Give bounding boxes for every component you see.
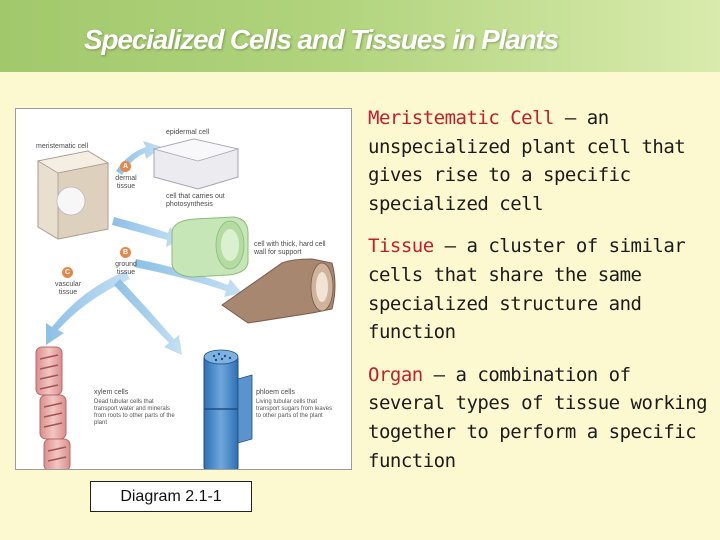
label-meristematic-cell: meristematic cell — [36, 143, 89, 150]
definition-text: – a cluster of similar cells that share … — [368, 235, 686, 344]
definition-meristematic-cell: Meristematic Cell – an unspecialized pla… — [368, 104, 713, 218]
definition-text: – an unspecialized plant cell that gives… — [368, 107, 686, 215]
support-cell — [221, 258, 336, 324]
diagram-caption: Diagram 2.1-1 — [90, 481, 252, 512]
label-support-cell: cell with thick, hard cell wall for supp… — [254, 241, 326, 256]
plant-cell-diagram: meristematic cell epidermal cell A derma… — [15, 108, 352, 470]
label-dermal-tissue: dermal tissue — [115, 175, 137, 190]
label-phloem-description: Living tubular cells that transport suga… — [256, 399, 333, 419]
term-organ: Organ — [368, 363, 423, 386]
badge-a: A — [120, 161, 131, 172]
definitions-list: Meristematic Cell – an unspecialized pla… — [368, 104, 713, 489]
label-epidermal-cell: epidermal cell — [166, 129, 210, 136]
term-tissue: Tissue — [368, 235, 434, 258]
label-phloem-cells: phloem cells — [256, 389, 295, 396]
definition-organ: Organ – a combination of several types o… — [368, 361, 713, 475]
arrow-to-vascular — [46, 271, 130, 345]
label-xylem-description: Dead tubular cells that transport water … — [94, 399, 175, 426]
badge-b: B — [120, 247, 131, 258]
arrow-to-ground — [112, 217, 182, 247]
label-ground-tissue: ground tissue — [115, 261, 137, 276]
label-vascular-tissue: vascular tissue — [54, 281, 82, 296]
term-meristematic-cell: Meristematic Cell — [368, 107, 554, 129]
slide-title: Specialized Cells and Tissues in Plants — [84, 24, 559, 55]
label-photosynthesis-cell: cell that carries out photosynthesis — [166, 193, 225, 208]
title-bar: Specialized Cells and Tissues in Plants — [0, 0, 720, 72]
badge-c: C — [62, 267, 73, 278]
xylem-cells — [35, 346, 71, 469]
meristematic-cell — [36, 150, 110, 240]
epidermal-cell — [152, 138, 240, 190]
phloem-cells — [203, 349, 253, 469]
label-xylem-cells: xylem cells — [94, 389, 129, 396]
definition-text: – a combination of several types of tiss… — [368, 363, 708, 472]
definition-tissue: Tissue – a cluster of similar cells that… — [368, 232, 713, 346]
photosynthesis-cell — [171, 216, 249, 278]
arrow-to-phloem — [114, 279, 182, 355]
arrow-to-support — [134, 259, 242, 297]
diagram-illustration — [35, 138, 336, 469]
